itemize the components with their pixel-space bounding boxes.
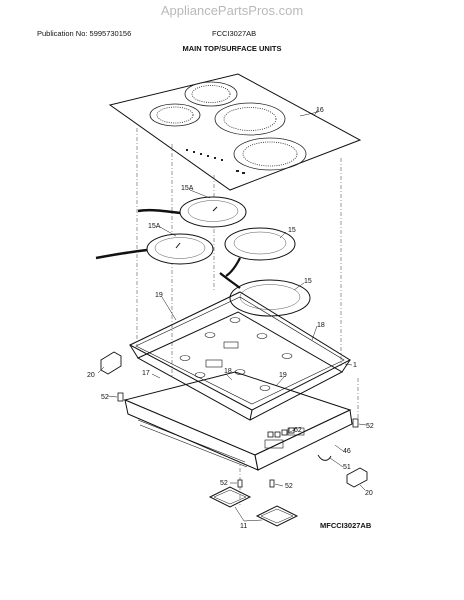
callout-52-left: 52 [101,394,109,401]
callout-11: 11 [240,523,247,530]
cooktop-chassis [123,371,353,471]
leader-lines [97,111,367,522]
callout-52-bottom-left: 52 [220,480,228,487]
surface-element-15-lower [219,272,311,317]
part-callouts: 16 15A 15A 15 15 19 18 1 18 17 19 20 52 … [87,107,374,530]
callout-1: 1 [353,362,357,369]
surface-element-15-upper [224,227,296,277]
callout-15-lower: 15 [304,278,312,285]
callout-20-left: 20 [87,372,95,379]
callout-19-middle: 19 [279,372,287,379]
callout-15a-middle: 15A [148,223,161,230]
callout-18-middle: 18 [224,368,232,375]
surface-element-15a-upper [137,196,247,228]
watermark: AppliancePartsPros.com [160,3,304,18]
model-number: FCCI3027AB [212,29,257,38]
wire-clip-51 [317,454,332,461]
page-title: MAIN TOP/SURFACE UNITS [182,44,282,53]
mounting-bracket-right [346,467,368,488]
callout-16: 16 [316,107,324,114]
screw-52-right [352,418,359,428]
screw-52-bottom-left [237,479,243,488]
mounting-bracket-left [100,351,122,375]
terminal-block [267,427,295,438]
assembly-guide-lines [136,128,359,505]
publication-number: Publication No: 5995730156 [37,29,132,38]
callout-15a-upper: 15A [181,185,194,192]
callout-46: 46 [343,448,351,455]
foot-bracket-11-right [255,505,299,527]
surface-element-15a-middle [95,233,214,265]
callout-18-right: 18 [317,322,325,329]
callout-52-bottom-right: 52 [285,483,293,490]
screw-52-bottom-right [269,479,275,488]
callout-20-right: 20 [365,490,373,497]
callout-17: 17 [142,370,150,377]
screw-52-left [117,392,124,402]
glass-cooktop [108,73,362,191]
callout-51: 51 [343,464,351,471]
foot-bracket-11-left [208,486,252,508]
callout-52-right: 52 [366,423,374,430]
callout-19-left: 19 [155,292,163,299]
callout-15-upper: 15 [288,227,296,234]
element-tray-frame [128,291,352,421]
callout-62: 62 [294,427,302,434]
figure-reference: MFCCI3027AB [320,521,372,530]
